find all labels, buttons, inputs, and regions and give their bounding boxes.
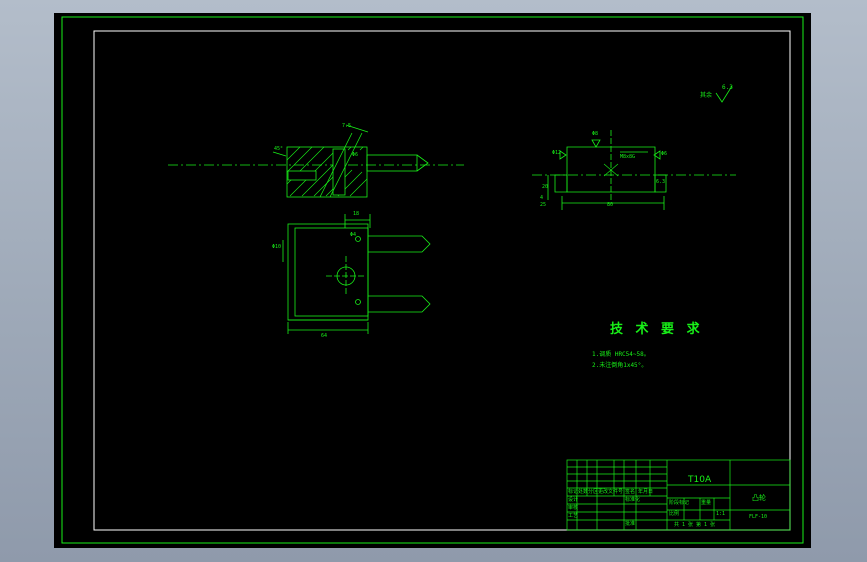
side-dim-width: 80	[607, 202, 614, 208]
tech-requirement-2: 2.未注倒角1x45°。	[592, 362, 648, 369]
sheet-outer-border	[61, 16, 804, 544]
side-dim-25: 25	[540, 202, 547, 208]
plan-dim-left: Φ10	[272, 244, 282, 250]
title-sheets: 共 1 张 第 1 张	[674, 522, 716, 528]
title-weight: 重量	[701, 500, 712, 506]
title-row-label-5: 签名	[625, 489, 636, 495]
side-dim-right: Φ6	[661, 151, 668, 157]
title-checker: 审核	[568, 505, 579, 511]
side-view	[532, 130, 736, 210]
tech-requirement-1: 1.调质 HRC54~58。	[592, 351, 650, 358]
title-part-name: 凸轮	[752, 494, 766, 502]
title-row-label-1: 标记	[568, 489, 579, 495]
roughness-other-label: 其余	[700, 92, 713, 99]
title-scale: 比例	[669, 511, 680, 517]
title-process: 工艺	[568, 513, 579, 519]
title-row-label-6: 年月日	[638, 489, 654, 495]
side-dim-left: Φ12	[552, 150, 562, 156]
title-stage-mark: 阶段标记	[669, 500, 690, 506]
title-standard: 标准化	[625, 497, 641, 503]
side-dim-20: 20	[542, 184, 549, 190]
section-dim-small: Φ6	[352, 152, 359, 158]
section-dim-top: 7.5	[342, 123, 352, 129]
title-designer: 设计	[568, 497, 579, 503]
section-view	[168, 124, 464, 198]
section-dim-angle: 45°	[274, 146, 284, 152]
title-row-label-3: 分区	[588, 489, 599, 495]
title-row-label-2: 处数	[578, 489, 589, 495]
drawing-background	[54, 13, 811, 548]
side-dim-top-left: Φ8	[592, 131, 599, 137]
title-approve: 批准	[625, 521, 636, 527]
side-dim-4: 4	[540, 195, 544, 201]
title-material: T10A	[688, 475, 712, 485]
roughness-symbol	[715, 85, 733, 103]
plan-view	[282, 214, 431, 334]
tech-requirements-heading: 技 术 要 求	[610, 322, 704, 337]
title-drawing-number: FLF-10	[749, 514, 768, 520]
title-row-label-4: 更改文件号	[598, 489, 624, 495]
plan-dim-circle: Φ4	[350, 232, 357, 238]
sheet-inner-border	[93, 30, 791, 531]
side-dim-side: 6.3	[656, 179, 666, 185]
plan-dim-18: 18	[353, 211, 360, 217]
side-dim-mid: M8x8G	[620, 154, 636, 160]
title-scale-value: 1:1	[716, 511, 726, 517]
roughness-value: 6.3	[722, 84, 733, 91]
plan-dim-64: 64	[321, 333, 328, 339]
title-block-grid	[566, 459, 791, 531]
